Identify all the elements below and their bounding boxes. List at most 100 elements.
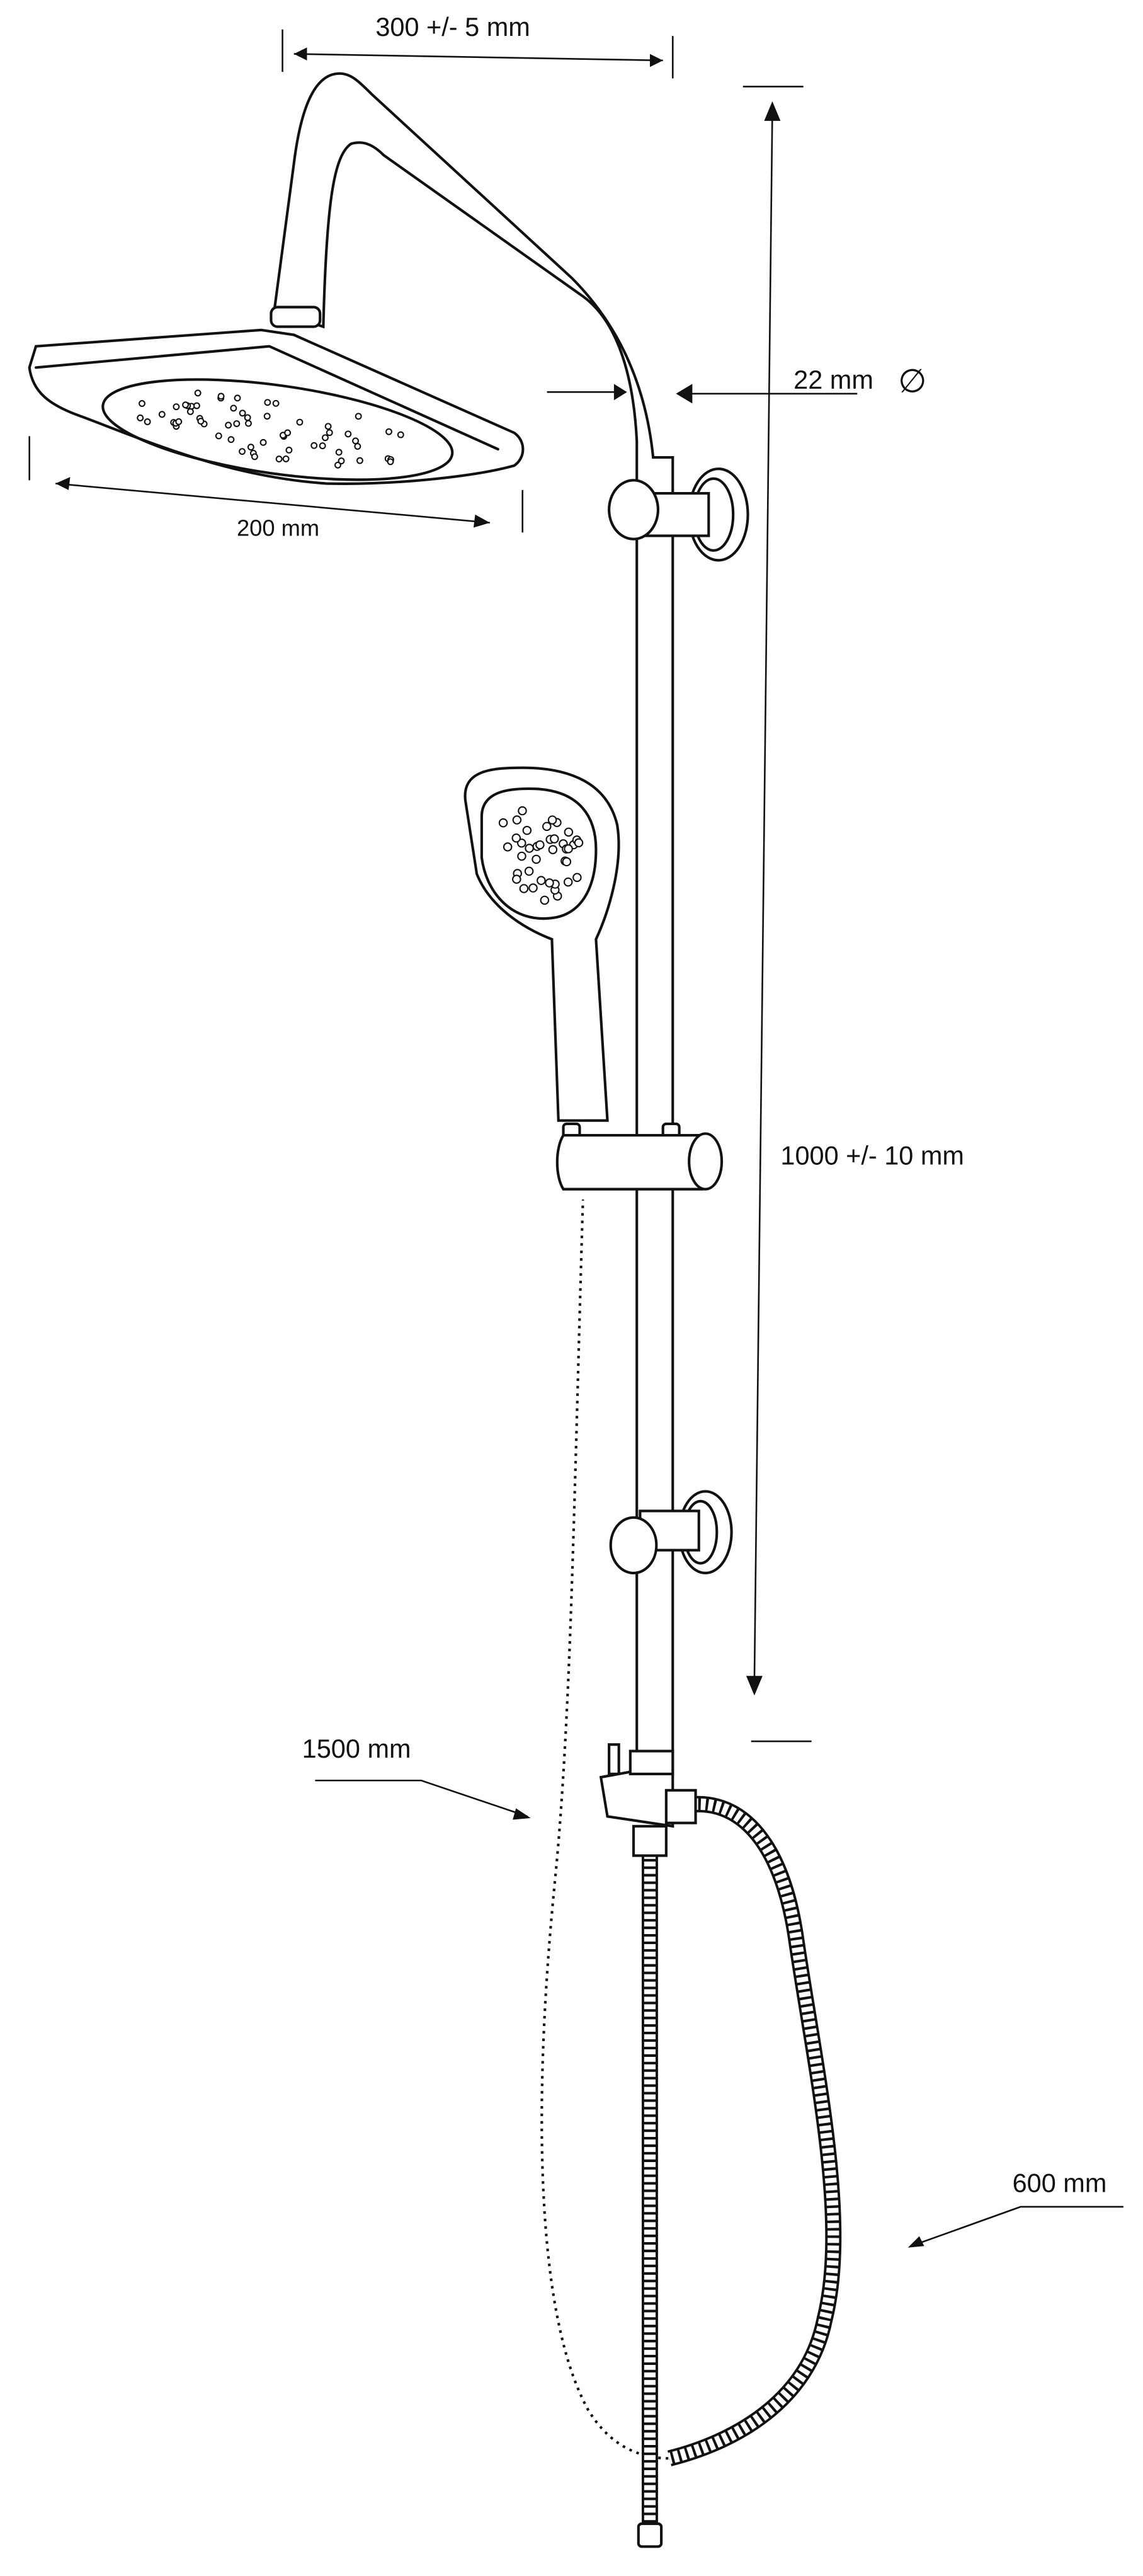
- nozzle: [217, 392, 225, 400]
- nozzle: [326, 429, 333, 437]
- nozzle: [239, 409, 246, 417]
- diverter-valve[interactable]: [599, 1743, 697, 1857]
- nozzle: [247, 444, 254, 451]
- nozzle: [517, 839, 526, 848]
- nozzle: [263, 413, 271, 420]
- nozzle: [397, 431, 404, 438]
- nozzle: [233, 420, 241, 427]
- nozzle: [355, 413, 362, 420]
- nozzle: [572, 873, 582, 883]
- nozzle: [344, 430, 352, 438]
- arm-collar: [270, 306, 322, 328]
- nozzle: [324, 423, 332, 430]
- nozzle: [354, 443, 361, 450]
- diameter-symbol: ∅: [898, 362, 926, 399]
- dim-head-width: 200 mm: [28, 436, 524, 541]
- nozzle: [264, 399, 271, 406]
- nozzle: [230, 404, 237, 412]
- nozzle: [245, 420, 252, 427]
- short-hose-label: 600 mm: [1013, 2168, 1107, 2198]
- overhead-shower-nozzles: [137, 389, 404, 469]
- nozzle: [334, 461, 341, 469]
- nozzle: [259, 438, 267, 446]
- nozzle: [182, 401, 190, 409]
- nozzle: [194, 389, 202, 397]
- nozzle: [227, 436, 235, 444]
- bottom-wall-bracket: [609, 1490, 733, 1575]
- nozzle: [517, 851, 526, 861]
- nozzle: [282, 455, 290, 462]
- nozzle: [542, 821, 552, 832]
- nozzle: [244, 414, 251, 421]
- nozzle: [335, 449, 343, 456]
- short-hose: [667, 1795, 842, 2466]
- nozzle: [545, 878, 554, 888]
- nozzle: [547, 815, 557, 825]
- nozzle: [519, 884, 529, 893]
- nozzle: [137, 414, 144, 421]
- nozzle: [173, 403, 180, 411]
- dim-rail-height: 1000 +/- 10 mm: [742, 86, 964, 1743]
- nozzle: [234, 394, 241, 402]
- nozzle: [548, 845, 558, 854]
- rail-height-label: 1000 +/- 10 mm: [780, 1141, 964, 1171]
- nozzle: [310, 442, 318, 449]
- hand-shower: [463, 766, 620, 1122]
- nozzle: [139, 400, 145, 407]
- nozzle: [193, 402, 200, 409]
- nozzle: [532, 854, 541, 864]
- nozzle: [321, 434, 329, 442]
- nozzle: [144, 418, 151, 425]
- nozzle: [512, 874, 521, 884]
- nozzle: [518, 806, 527, 816]
- dim-long-hose: 1500 mm: [302, 1734, 531, 1820]
- nozzle: [511, 833, 521, 843]
- nozzle: [338, 457, 345, 465]
- hand-shower-nozzles: [498, 806, 584, 905]
- nozzle: [524, 866, 534, 876]
- nozzle: [528, 883, 538, 893]
- nozzle: [275, 455, 283, 463]
- nozzle: [175, 418, 183, 425]
- nozzle: [563, 877, 573, 887]
- nozzle: [239, 448, 246, 455]
- dim-arm-reach: 300 +/- 5 mm: [281, 12, 674, 79]
- nozzle: [564, 827, 574, 837]
- nozzle: [512, 815, 522, 825]
- nozzle: [186, 408, 194, 415]
- nozzle: [284, 429, 292, 437]
- nozzle: [540, 895, 550, 905]
- long-hose: [537, 1199, 671, 2464]
- top-wall-bracket: [608, 467, 749, 562]
- nozzle: [356, 457, 363, 464]
- slider-holder[interactable]: [555, 1122, 724, 1191]
- nozzle: [525, 844, 534, 853]
- lower-hose: [637, 1853, 663, 2548]
- nozzle: [498, 818, 508, 828]
- nozzle: [564, 844, 573, 854]
- nozzle: [251, 453, 258, 461]
- dim-pipe-diameter: 22 mm ∅: [547, 362, 926, 404]
- nozzle: [574, 838, 584, 848]
- nozzle: [225, 421, 232, 429]
- nozzle: [285, 447, 293, 454]
- nozzle: [272, 399, 280, 407]
- shower-arm: [270, 72, 674, 1766]
- head-width-label: 200 mm: [237, 515, 319, 541]
- long-hose-label: 1500 mm: [302, 1734, 411, 1763]
- nozzle: [562, 857, 572, 867]
- hose-nut: [637, 2522, 663, 2548]
- nozzle: [197, 418, 205, 425]
- pipe-diameter-label: 22 mm: [793, 365, 873, 394]
- nozzle: [522, 825, 532, 835]
- nozzle: [215, 432, 222, 440]
- nozzle: [296, 418, 304, 426]
- nozzle: [319, 442, 326, 450]
- nozzle: [503, 842, 513, 852]
- nozzle: [352, 437, 359, 445]
- nozzle: [387, 458, 394, 466]
- nozzle: [385, 428, 392, 435]
- nozzle: [535, 840, 545, 850]
